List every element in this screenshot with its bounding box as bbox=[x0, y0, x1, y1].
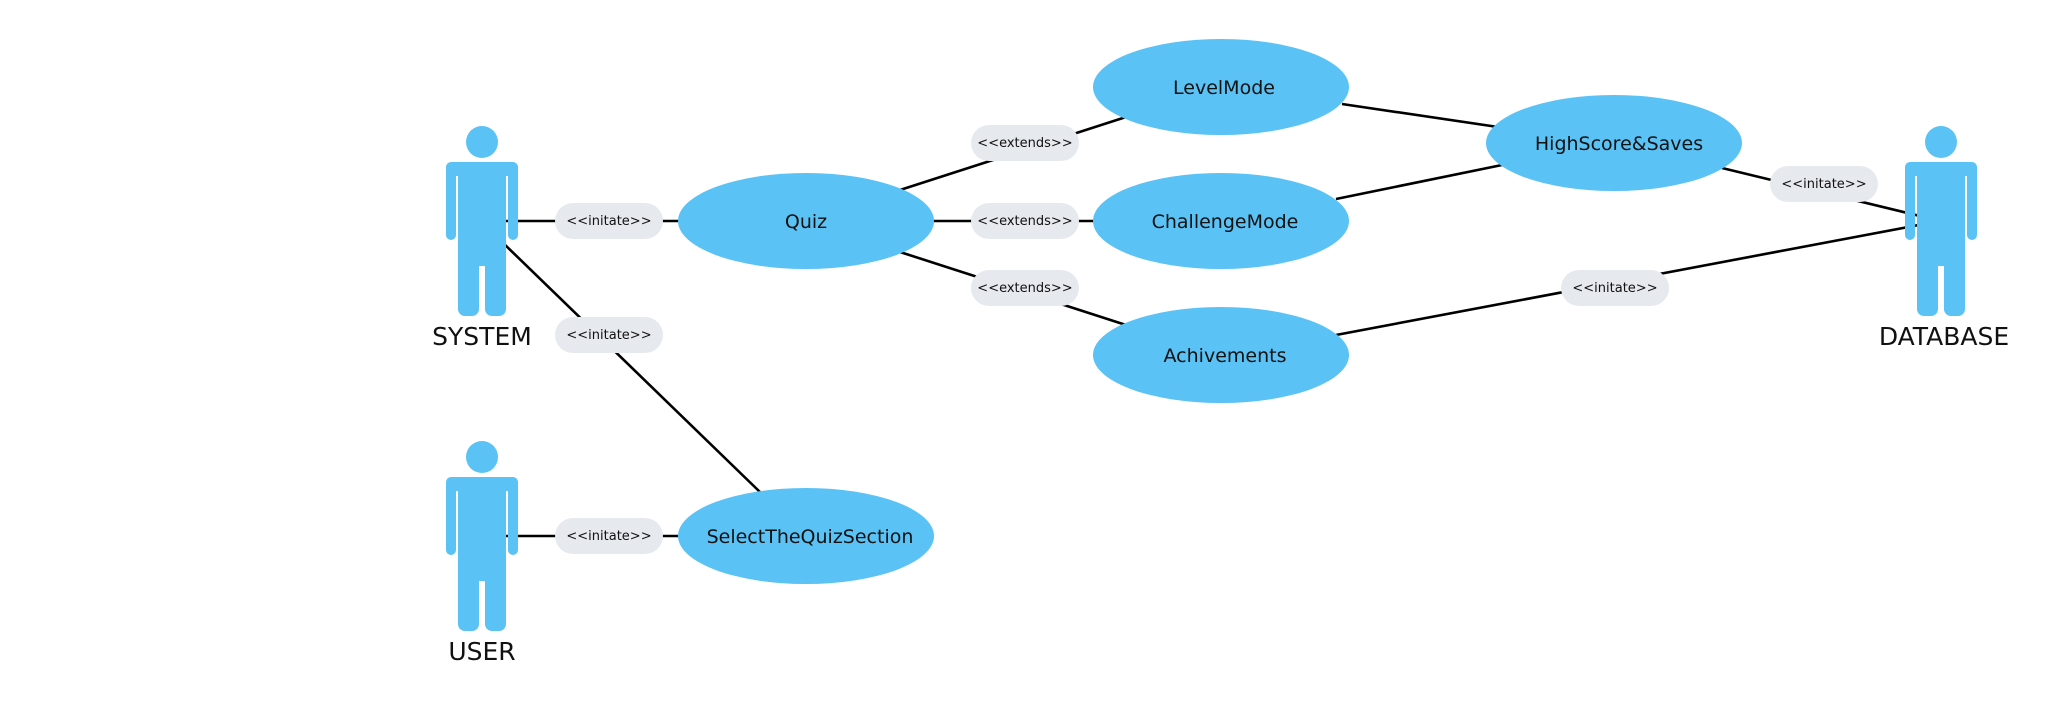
relationship-label-quiz-level: <<extends>> bbox=[971, 125, 1079, 161]
svg-text:<<extends>>: <<extends>> bbox=[977, 214, 1072, 229]
use-case-highscore-saves[interactable]: HighScore&Saves bbox=[1486, 95, 1742, 191]
svg-text:<<initate>>: <<initate>> bbox=[566, 529, 651, 544]
relationship-label-quiz-achievements: <<extends>> bbox=[971, 270, 1079, 306]
svg-text:<<extends>>: <<extends>> bbox=[977, 136, 1072, 151]
relationship-label-user-select: <<initate>> bbox=[555, 518, 663, 554]
svg-text:Quiz: Quiz bbox=[785, 211, 827, 233]
edge-challenge-highscore bbox=[1335, 163, 1503, 201]
relationship-label-system-quiz: <<initate>> bbox=[555, 203, 663, 239]
relationship-label-achievements-database: <<initate>> bbox=[1561, 270, 1669, 306]
actors: SYSTEM USER bbox=[432, 126, 2009, 666]
svg-text:Achivements: Achivements bbox=[1164, 345, 1287, 367]
relationship-label-quiz-challenge: <<extends>> bbox=[971, 203, 1079, 239]
actor-figure-icon bbox=[446, 441, 518, 631]
relationship-labels: <<initate>> <<initate>> <<initate>> <<ex… bbox=[555, 125, 1878, 554]
use-cases: Quiz LevelMode ChallengeMode Achivements… bbox=[678, 39, 1742, 584]
svg-text:ChallengeMode: ChallengeMode bbox=[1152, 211, 1299, 233]
svg-text:<<extends>>: <<extends>> bbox=[977, 281, 1072, 296]
svg-text:SelectTheQuizSection: SelectTheQuizSection bbox=[707, 526, 914, 548]
actor-label: SYSTEM bbox=[432, 322, 532, 351]
svg-text:<<initate>>: <<initate>> bbox=[566, 214, 651, 229]
actor-label: USER bbox=[448, 637, 515, 666]
svg-text:<<initate>>: <<initate>> bbox=[1781, 177, 1866, 192]
use-case-challenge-mode[interactable]: ChallengeMode bbox=[1093, 173, 1349, 269]
actor-database[interactable]: DATABASE bbox=[1879, 126, 2009, 351]
svg-text:<<initate>>: <<initate>> bbox=[566, 328, 651, 343]
svg-text:HighScore&Saves: HighScore&Saves bbox=[1535, 133, 1703, 155]
edge-system-select bbox=[499, 239, 762, 494]
svg-text:LevelMode: LevelMode bbox=[1173, 77, 1275, 99]
actor-system[interactable]: SYSTEM bbox=[432, 126, 532, 351]
relationship-label-highscore-database: <<initate>> bbox=[1770, 166, 1878, 202]
svg-text:<<initate>>: <<initate>> bbox=[1572, 281, 1657, 296]
relationship-label-system-select: <<initate>> bbox=[555, 317, 663, 353]
edge-level-highscore bbox=[1341, 102, 1499, 129]
actor-figure-icon bbox=[446, 126, 518, 316]
actor-user[interactable]: USER bbox=[446, 441, 518, 666]
use-case-level-mode[interactable]: LevelMode bbox=[1093, 39, 1349, 135]
use-case-select-quiz-section[interactable]: SelectTheQuizSection bbox=[678, 488, 934, 584]
actor-label: DATABASE bbox=[1879, 322, 2009, 351]
use-case-achievements[interactable]: Achivements bbox=[1093, 307, 1349, 403]
actor-figure-icon bbox=[1905, 126, 1977, 316]
use-case-quiz[interactable]: Quiz bbox=[678, 173, 934, 269]
